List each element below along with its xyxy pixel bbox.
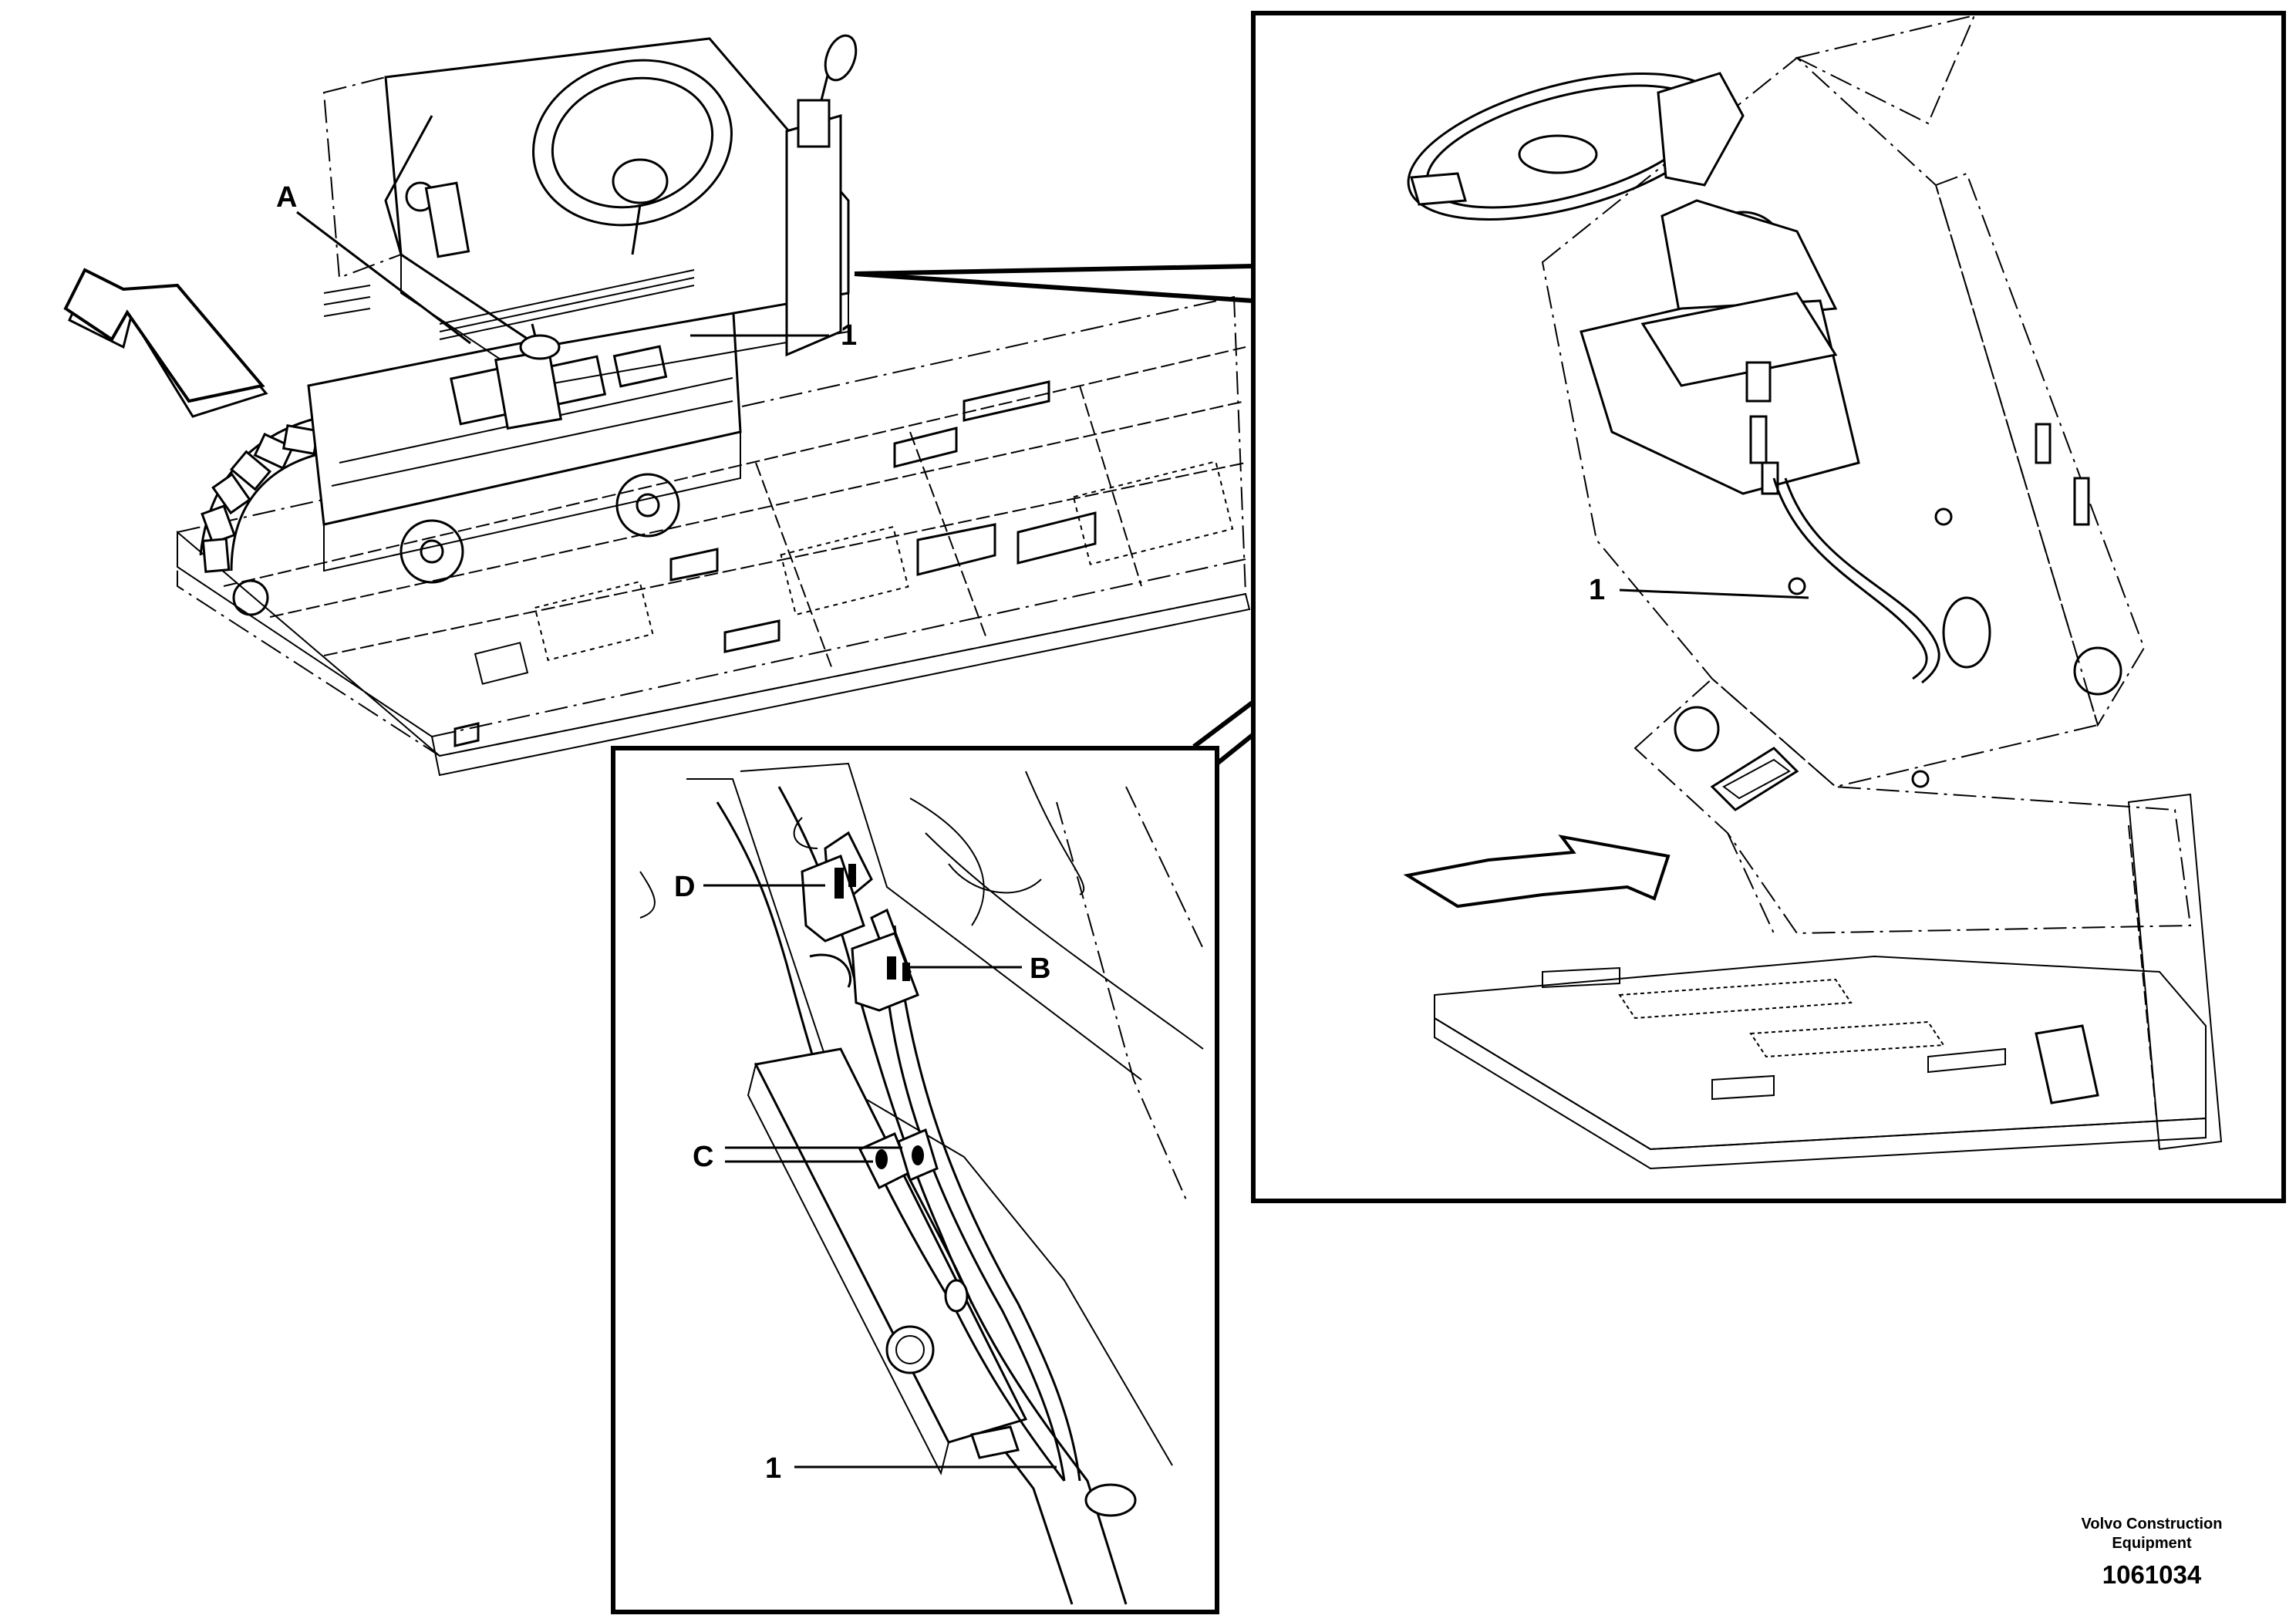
- leader-a: [296, 211, 471, 345]
- cable-bundle: [882, 932, 1066, 1482]
- label-a: A: [276, 181, 297, 214]
- connector-d: [801, 831, 873, 943]
- label-b: B: [1030, 953, 1050, 985]
- detail-box-right: [1251, 11, 2286, 1203]
- label-1-lower: 1: [765, 1452, 781, 1485]
- label-c: C: [693, 1141, 713, 1173]
- leader-1-right: [1619, 588, 1809, 599]
- right-detail-view: [1403, 14, 2223, 1170]
- steering-wheel: [532, 59, 733, 227]
- cable-chain: [199, 415, 332, 616]
- manufacturer-line-1: Volvo Construction: [2082, 1516, 2223, 1533]
- direction-arrow-right: [1403, 835, 1671, 909]
- grille-patches: [474, 460, 1234, 685]
- operator-console: [322, 34, 858, 430]
- overview-machine-view: [63, 34, 1251, 777]
- cable-harness: [1772, 477, 1928, 680]
- part-number: 1061034: [2102, 1560, 2202, 1589]
- direction-arrow-left: [63, 268, 268, 418]
- label-1-overview: 1: [841, 319, 857, 352]
- label-d: D: [674, 871, 695, 903]
- label-1-right: 1: [1589, 574, 1605, 606]
- manufacturer-line-2: Equipment: [2112, 1535, 2192, 1552]
- connector-b: [851, 908, 919, 1012]
- detail-box-lower: [611, 746, 1219, 1614]
